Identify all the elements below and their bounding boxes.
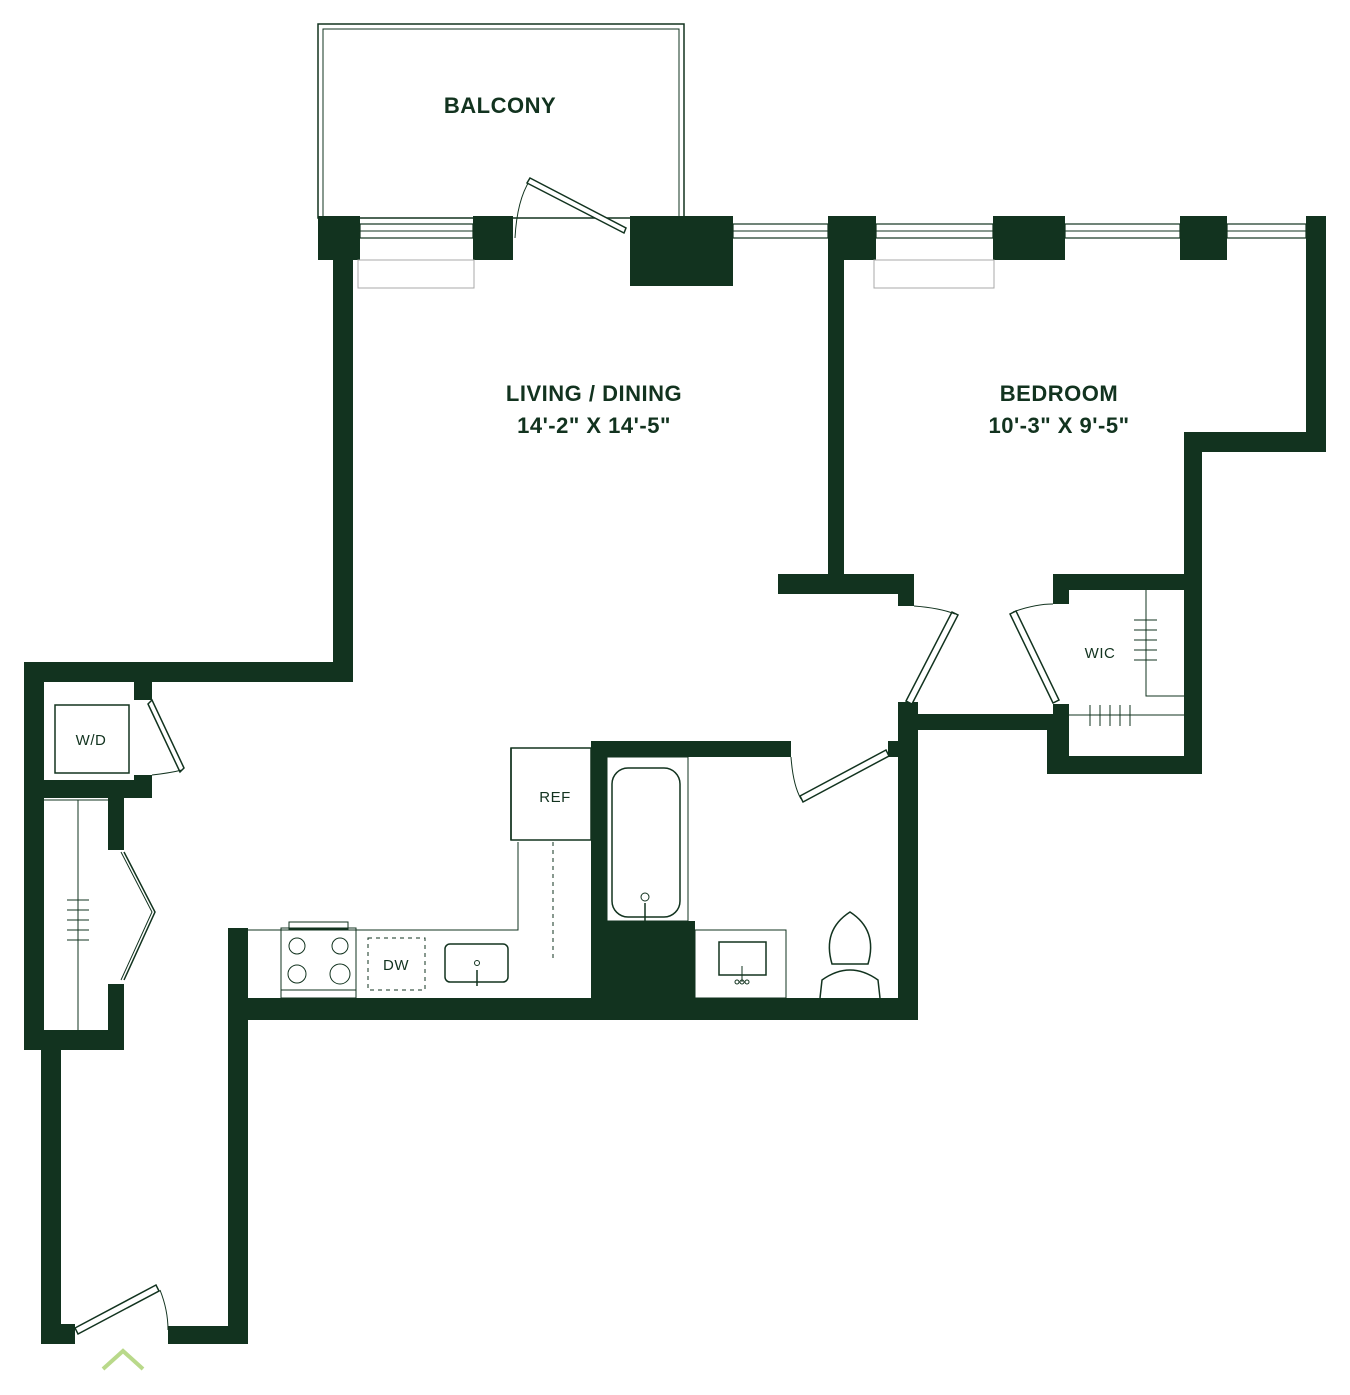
chevron-up-icon xyxy=(101,1348,145,1371)
balcony-label: BALCONY xyxy=(444,93,556,118)
wic-label: WIC xyxy=(1085,645,1116,662)
bathroom xyxy=(606,756,881,999)
laundry-closet xyxy=(44,704,130,1030)
bedroom-size: 10'-3" X 9'-5" xyxy=(988,413,1129,438)
bedroom-label: BEDROOM xyxy=(1000,381,1118,406)
balcony-outline xyxy=(317,23,685,219)
windows xyxy=(357,223,1307,289)
dw-label: DW xyxy=(383,957,409,974)
ref-label: REF xyxy=(539,789,571,806)
kitchen xyxy=(240,747,592,999)
doors xyxy=(74,177,1060,1336)
walls xyxy=(24,216,1326,1344)
living-size: 14'-2" X 14'-5" xyxy=(517,413,671,438)
living-label: LIVING / DINING xyxy=(506,381,682,406)
wic-shelves xyxy=(1069,590,1184,726)
wd-label: W/D xyxy=(76,732,107,749)
